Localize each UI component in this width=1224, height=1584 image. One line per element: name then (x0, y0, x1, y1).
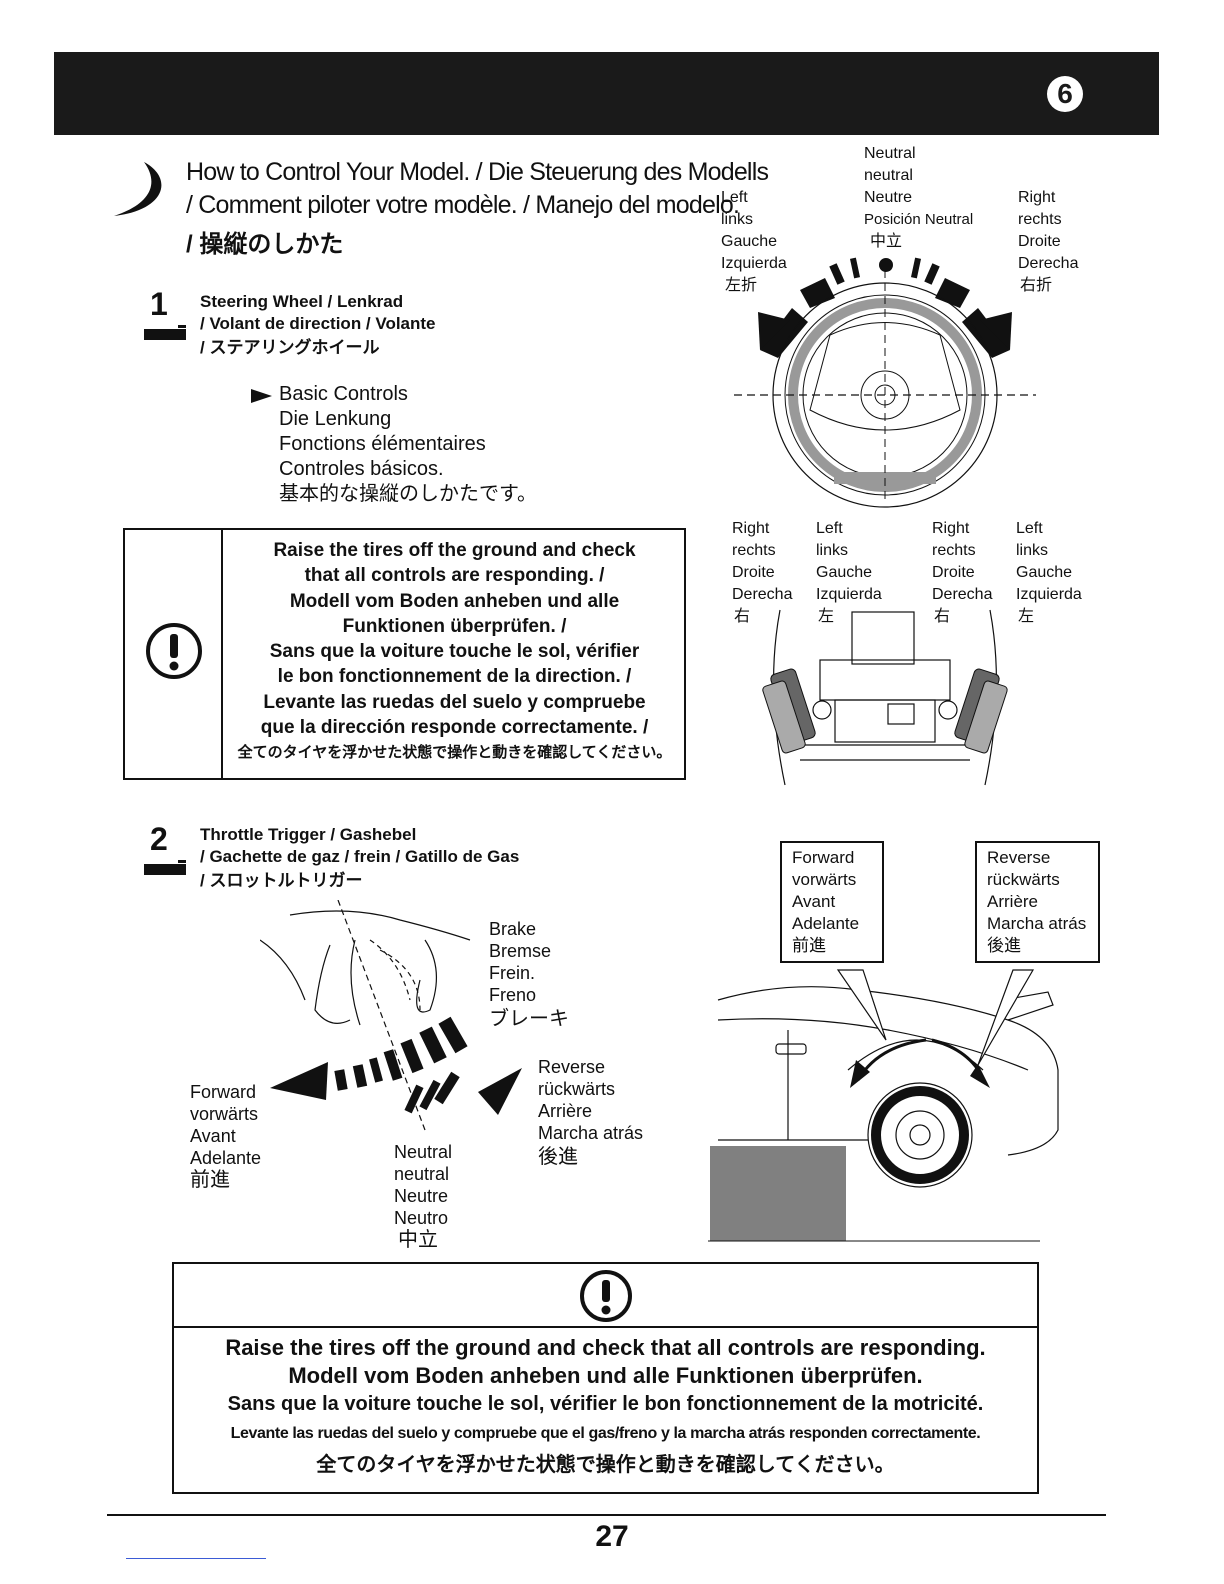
warning-1-text: Raise the tires off the ground and check… (237, 540, 672, 762)
warning-box-2-divider (174, 1326, 1037, 1328)
step2-tick (178, 860, 186, 863)
warning-box-1: Raise the tires off the ground and check… (123, 528, 686, 780)
warning-icon (580, 1270, 632, 1322)
result-right-b-label: Right rechts Droite Derecha 右 (932, 520, 993, 625)
step1-bar (144, 329, 186, 340)
step1-number: 1 (150, 286, 168, 322)
step2-line-3: / スロットルトリガー (200, 871, 363, 890)
warning-2-text: Raise the tires off the ground and check… (225, 1335, 986, 1476)
basic-line-4: Controles básicos. (279, 458, 444, 480)
arrow-right-icon (251, 389, 272, 403)
steering-wheel-diagram (734, 257, 1036, 508)
trigger-reverse-label: Reverse rückwärts Arrière Marcha atrás 後… (538, 1057, 644, 1168)
step1-line-1: Steering Wheel / Lenkrad (200, 292, 404, 311)
trigger-neutral-label: Neutral neutral Neutre Neutro 中立 (394, 1142, 453, 1251)
step1-line-3: / ステアリングホイール (200, 338, 380, 357)
basic-line-5: 基本的な操縦のしかたです。 (279, 483, 537, 505)
step2-heading: Throttle Trigger / Gashebel / Gachette d… (200, 824, 519, 892)
warning-icon (146, 623, 202, 679)
wheel-neutral-label: Neutral neutral Neutre Posición Neutral … (864, 145, 974, 250)
page-number: 27 (595, 1520, 629, 1553)
result-right-a-label: Right rechts Droite Derecha 右 (732, 520, 793, 625)
result-left-b-label: Left links Gauche Izquierda 左 (1016, 520, 1082, 625)
crescent-icon (114, 162, 162, 216)
step1-line-2: / Volant de direction / Volante (200, 314, 436, 333)
warning-box-2: Raise the tires off the ground and check… (172, 1262, 1039, 1494)
trigger-forward-label: Forward vorwärts Avant Adelante 前進 (190, 1082, 262, 1191)
wheel-right-label: Right rechts Droite Derecha 右折 (1018, 189, 1079, 294)
wheel-left-label: Left links Gauche Izquierda 左折 (721, 189, 787, 294)
title-line-3: / 操縦のしかた (186, 231, 344, 258)
step-badge: 6 (1047, 76, 1083, 112)
car-reverse-callout: Reverse rückwärts Arrière Marcha atrás 後… (975, 841, 1100, 963)
footer-rule (107, 1514, 1106, 1516)
step2-number: 2 (150, 821, 168, 857)
step1-tick (178, 325, 186, 328)
basic-line-1: Basic Controls (279, 383, 408, 405)
trigger-brake-label: Brake Bremse Frein. Freno ブレーキ (489, 919, 569, 1030)
page-title: How to Control Your Model. / Die Steueru… (186, 156, 769, 259)
step2-line-2: / Gachette de gaz / frein / Gatillo de G… (200, 847, 520, 866)
result-left-a-label: Left links Gauche Izquierda 左 (816, 520, 882, 625)
step1-heading: Steering Wheel / Lenkrad / Volant de dir… (200, 291, 436, 359)
throttle-trigger-diagram (260, 900, 522, 1131)
basic-line-2: Die Lenkung (279, 408, 392, 430)
step2-line-1: Throttle Trigger / Gashebel (200, 825, 417, 844)
link-underline (126, 1558, 266, 1559)
car-rear-diagram (708, 969, 1059, 1242)
title-line-2: / Comment piloter votre modèle. / Manejo… (186, 191, 740, 219)
header-bar (54, 52, 1159, 135)
title-line-1: How to Control Your Model. / Die Steueru… (186, 158, 769, 186)
car-forward-callout: Forward vorwärts Avant Adelante 前進 (780, 841, 884, 963)
step2-bar (144, 864, 186, 875)
basic-line-3: Fonctions élémentaires (279, 433, 486, 455)
warning-box-1-divider (221, 530, 223, 778)
front-chassis-diagram (762, 609, 1008, 786)
basic-controls: Basic Controls Die Lenkung Fonctions élé… (279, 382, 537, 507)
